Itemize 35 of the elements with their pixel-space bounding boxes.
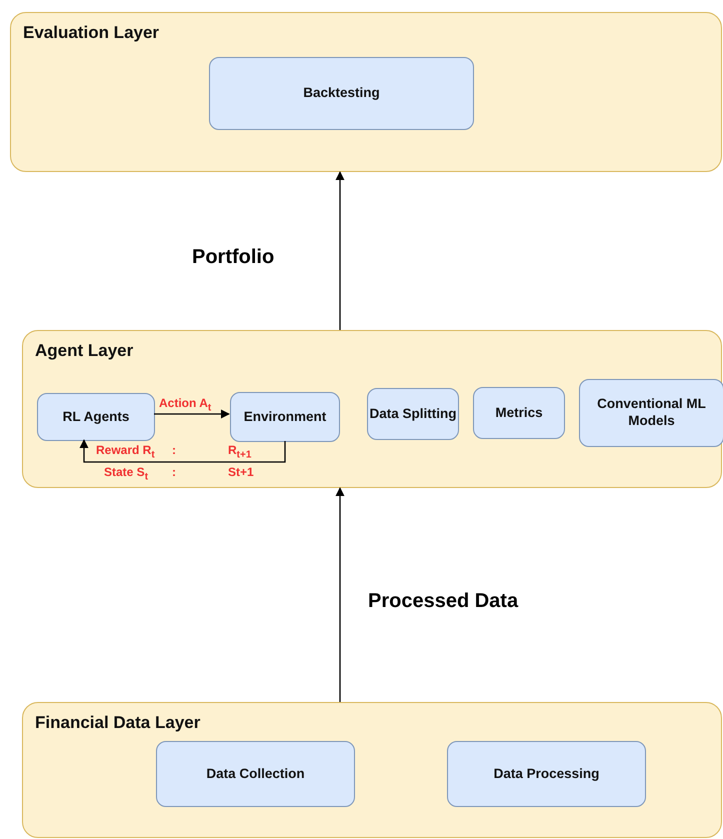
signal-label: St+1: [228, 465, 254, 479]
signal-label: Reward R$_{t}$: [96, 443, 155, 460]
box-label: Data Collection: [206, 766, 305, 782]
process-box: [209, 57, 474, 130]
box-label: Data Splitting: [370, 406, 456, 422]
arrow: [79, 439, 286, 463]
layer-panel: [22, 330, 722, 488]
arrow: [335, 487, 345, 702]
layer-panel: [10, 12, 722, 172]
box-label: RL Agents: [62, 408, 130, 426]
edge-label: Action A$_{t}$: [159, 396, 212, 414]
layer-panel: [22, 702, 722, 838]
process-box: [156, 741, 355, 807]
box-label: Metrics: [495, 404, 543, 422]
box-label: Conventional ML Models: [596, 396, 707, 430]
signal-label: :: [172, 443, 176, 457]
edge-label: Portfolio: [192, 246, 274, 269]
signal-label: :: [172, 465, 176, 479]
edge-label: Processed Data: [368, 590, 518, 613]
process-box: [447, 741, 646, 807]
signal-label: R$_{t+1}$: [228, 443, 252, 460]
arrow: [335, 171, 345, 330]
process-box: [473, 387, 565, 439]
layer-title: Evaluation Layer: [23, 23, 160, 43]
arrow: [154, 409, 230, 419]
process-box: [37, 393, 155, 441]
box-label: Data Processing: [494, 766, 600, 782]
layer-title: Financial Data Layer: [35, 713, 200, 733]
process-box: [579, 379, 723, 447]
box-label: Environment: [244, 408, 326, 426]
signal-label: State S$_{t}$: [104, 465, 148, 482]
process-box: [230, 392, 340, 442]
layer-title: Agent Layer: [35, 341, 134, 361]
box-label: Backtesting: [303, 85, 380, 102]
process-box: [367, 388, 459, 440]
